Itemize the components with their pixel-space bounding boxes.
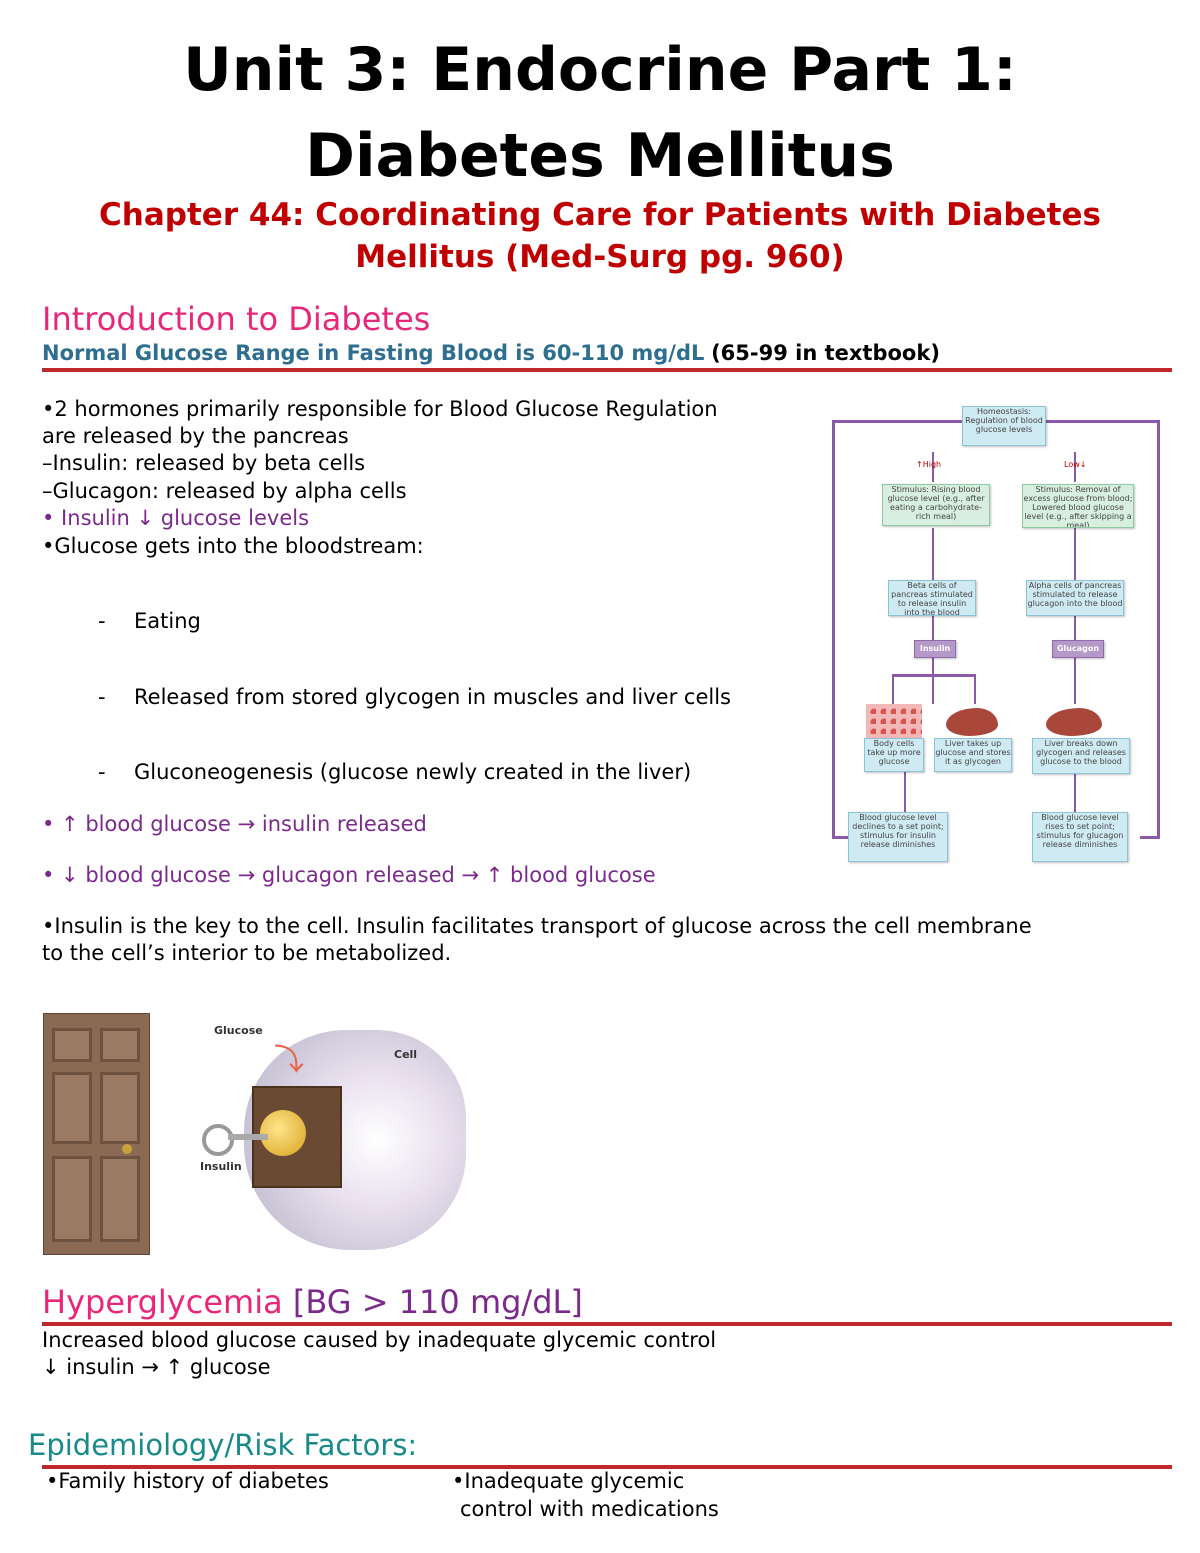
flowchart-cells-left: Body cells take up more glucose — [864, 738, 924, 772]
chapter-title-line1: Chapter 44: Coordinating Care for Patien… — [99, 197, 1101, 233]
section-rule — [42, 368, 1172, 372]
liver-image-left — [946, 708, 998, 736]
liver-image-right — [1046, 708, 1102, 736]
insulin-label: Insulin — [200, 1160, 242, 1173]
hyperglycemia-mechanism: ↓ insulin → ↑ glucose — [42, 1355, 271, 1379]
flowchart-liver-right: Liver breaks down glycogen and releases … — [1032, 738, 1130, 774]
intro-heading: Introduction to Diabetes — [42, 300, 431, 338]
normal-range-note: (65-99 in textbook) — [711, 341, 940, 365]
normal-range-text: Normal Glucose Range in Fasting Blood is… — [42, 341, 705, 365]
body-cells-image — [866, 704, 922, 738]
sub-item-gluconeogenesis: -Gluconeogenesis (glucose newly created … — [98, 760, 692, 784]
arrow-line-low: • ↓ blood glucose → glucagon released → … — [42, 863, 656, 887]
key-line-1: •Insulin is the key to the cell. Insulin… — [42, 914, 1032, 938]
intro-bullet-insulin-effect: • Insulin ↓ glucose levels — [42, 506, 310, 530]
hyperglycemia-definition: Increased blood glucose caused by inadeq… — [42, 1328, 717, 1352]
chapter-title-line2: Mellitus (Med-Surg pg. 960) — [355, 239, 845, 275]
flowchart-insulin-box: Insulin — [914, 640, 956, 658]
flowchart-high-label: ↑High — [916, 460, 942, 469]
flowchart-pancreas-right: Alpha cells of pancreas stimulated to re… — [1026, 580, 1124, 616]
flowchart-pancreas-left: Beta cells of pancreas stimulated to rel… — [888, 580, 976, 616]
sub-item-eating: -Eating — [98, 609, 201, 633]
intro-bullet-bloodstream: •Glucose gets into the bloodstream: — [42, 534, 424, 558]
glucose-label: Glucose — [214, 1024, 263, 1037]
hyperglycemia-rule — [42, 1322, 1172, 1326]
cell-label: Cell — [394, 1048, 418, 1061]
risk-factor-family-history: •Family history of diabetes — [46, 1469, 329, 1493]
flowchart-liver-left: Liver takes up glucose and stores it as … — [934, 738, 1012, 772]
sub-item-glycogen: -Released from stored glycogen in muscle… — [98, 685, 731, 709]
lock-knob — [260, 1110, 306, 1156]
risk-factor-glycemic-control-cont: control with medications — [460, 1497, 719, 1521]
key-line-2: to the cell’s interior to be metabolized… — [42, 941, 452, 965]
door-illustration — [43, 1013, 150, 1255]
arrow-line-high: • ↑ blood glucose → insulin released — [42, 812, 427, 836]
intro-bullet-glucagon: –Glucagon: released by alpha cells — [42, 479, 407, 503]
glucose-regulation-flowchart: Homeostasis: Regulation of blood glucose… — [832, 402, 1162, 864]
key-icon — [202, 1124, 234, 1156]
hyperglycemia-heading: Hyperglycemia [BG > 110 mg/dL] — [42, 1283, 583, 1321]
page-title-line1: Unit 3: Endocrine Part 1: — [183, 35, 1017, 105]
flowchart-top-box: Homeostasis: Regulation of blood glucose… — [962, 406, 1046, 446]
cell-lock-illustration: ⤵ Glucose Cell Insulin — [196, 1016, 466, 1256]
glucose-arrow-icon: ⤵ — [274, 1043, 304, 1078]
flowchart-result-left: Blood glucose level declines to a set po… — [848, 812, 948, 862]
normal-range-line: Normal Glucose Range in Fasting Blood is… — [42, 340, 940, 367]
flowchart-glucagon-box: Glucagon — [1052, 640, 1104, 658]
page-title-line2: Diabetes Mellitus — [305, 121, 895, 191]
intro-bullet-1-cont: are released by the pancreas — [42, 424, 349, 448]
intro-bullet-1: •2 hormones primarily responsible for Bl… — [42, 397, 718, 421]
flowchart-stimulus-left: Stimulus: Rising blood glucose level (e.… — [882, 484, 990, 526]
flowchart-stimulus-right: Stimulus: Removal of excess glucose from… — [1022, 484, 1134, 528]
flowchart-low-label: Low↓ — [1064, 460, 1087, 469]
epidemiology-rule — [42, 1465, 1172, 1469]
epidemiology-heading: Epidemiology/Risk Factors: — [28, 1428, 418, 1462]
doorknob-icon — [122, 1144, 132, 1154]
flowchart-result-right: Blood glucose level rises to set point; … — [1032, 812, 1128, 862]
risk-factor-glycemic-control: •Inadequate glycemic — [452, 1469, 685, 1493]
intro-bullet-insulin: –Insulin: released by beta cells — [42, 451, 366, 475]
